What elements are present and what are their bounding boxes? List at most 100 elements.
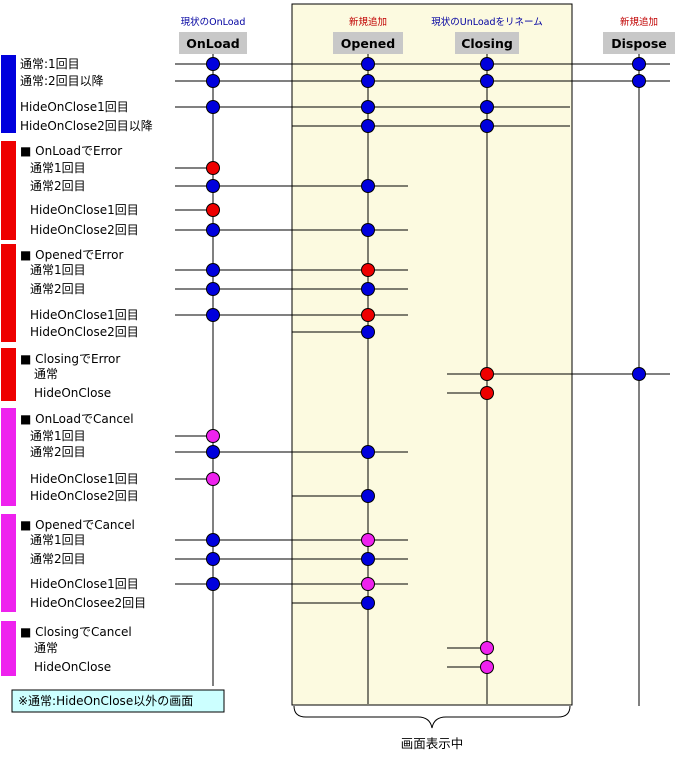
event-row: 通常2回目 [30, 282, 408, 296]
group-0-color-bar [1, 55, 16, 133]
group-5-color-bar [1, 514, 16, 612]
row-label: HideOnClose2回目 [30, 223, 139, 237]
opened-event-dot [361, 263, 375, 277]
group-1-header: ■ OnLoadでError [20, 144, 122, 158]
opened-event-dot [361, 57, 375, 71]
row-label: HideOnClosee2回目 [30, 596, 146, 610]
group-2-header: ■ OpenedでError [20, 248, 124, 262]
onload-column-note: 現状のOnLoad [181, 16, 246, 28]
event-row: HideOnClose1回目 [20, 100, 570, 114]
event-row: 通常2回目 [30, 179, 408, 193]
row-label: 通常:1回目 [20, 57, 80, 71]
row-label: 通常 [34, 367, 58, 381]
onload-event-dot [206, 308, 220, 322]
closing-event-dot [480, 367, 494, 381]
dispose-event-dot [632, 367, 646, 381]
closing-event-dot [480, 57, 494, 71]
opened-event-dot [361, 282, 375, 296]
group-6-header: ■ ClosingでCancel [20, 625, 132, 639]
row-label: 通常1回目 [30, 161, 86, 175]
onload-event-dot [206, 445, 220, 459]
group-3-color-bar [1, 348, 16, 401]
onload-event-dot [206, 57, 220, 71]
closing-event-dot [480, 660, 494, 674]
opened-header-box [333, 32, 403, 54]
legend-box [11, 689, 225, 713]
group-6-color-bar [1, 621, 16, 676]
event-row: 通常2回目 [30, 445, 408, 459]
onload-event-dot [206, 203, 220, 217]
onload-event-dot [206, 282, 220, 296]
opened-event-dot [361, 223, 375, 237]
event-row: 通常:1回目 [20, 57, 670, 71]
closing-column-note: 現状のUnLoadをリネーム [431, 16, 542, 28]
opened-event-dot [361, 596, 375, 610]
onload-event-dot [206, 429, 220, 443]
event-row: 通常:2回目以降 [20, 74, 670, 88]
onload-event-dot [206, 472, 220, 486]
onload-event-dot [206, 552, 220, 566]
closing-header-box [455, 32, 519, 54]
event-row: HideOnClosee2回目 [30, 596, 375, 610]
closing-event-dot [480, 641, 494, 655]
event-row: 通常1回目 [30, 263, 408, 277]
event-row: HideOnClose2回目 [30, 325, 375, 339]
screen-display-label: 画面表示中 [401, 736, 464, 751]
event-row: 通常1回目 [30, 429, 220, 443]
group-4-color-bar [1, 408, 16, 506]
row-label: 通常 [34, 641, 58, 655]
opened-column-note: 新規追加 [349, 16, 387, 28]
dispose-header-label: Dispose [611, 36, 667, 51]
onload-event-dot [206, 577, 220, 591]
row-label: 通常1回目 [30, 429, 86, 443]
group-1-color-bar [1, 141, 16, 240]
opened-event-dot [361, 577, 375, 591]
row-label: 通常2回目 [30, 445, 86, 459]
event-row: HideOnClose1回目 [30, 203, 220, 217]
onload-event-dot [206, 100, 220, 114]
group-2-color-bar [1, 244, 16, 342]
event-row: HideOnClose2回目 [30, 489, 375, 503]
closing-event-dot [480, 386, 494, 400]
event-row: HideOnClose1回目 [30, 577, 408, 591]
row-label: HideOnClose [34, 660, 111, 674]
event-row: HideOnClose1回目 [30, 308, 408, 322]
event-row: HideOnClose2回目以降 [20, 119, 570, 133]
dispose-event-dot [632, 74, 646, 88]
group-5-header: ■ OpenedでCancel [20, 518, 135, 532]
row-label: HideOnClose2回目以降 [20, 119, 153, 133]
onload-event-dot [206, 263, 220, 277]
row-label: HideOnClose [34, 386, 111, 400]
screen-display-brace [293, 705, 571, 729]
row-label: 通常1回目 [30, 533, 86, 547]
onload-header-label: OnLoad [186, 36, 239, 51]
onload-event-dot [206, 179, 220, 193]
onload-header-box [179, 32, 247, 54]
opened-event-dot [361, 533, 375, 547]
dispose-event-dot [632, 57, 646, 71]
row-label: 通常2回目 [30, 282, 86, 296]
event-row: 通常1回目 [30, 161, 220, 175]
group-3-header: ■ ClosingでError [20, 352, 120, 366]
closing-event-dot [480, 74, 494, 88]
event-row: 通常 [34, 641, 494, 655]
row-label: 通常:2回目以降 [20, 74, 104, 88]
onload-event-dot [206, 533, 220, 547]
row-label: HideOnClose2回目 [30, 325, 139, 339]
row-label: HideOnClose1回目 [30, 577, 139, 591]
onload-event-dot [206, 223, 220, 237]
row-label: HideOnClose1回目 [30, 308, 139, 322]
event-row: 通常2回目 [30, 552, 408, 566]
opened-event-dot [361, 74, 375, 88]
opened-event-dot [361, 179, 375, 193]
row-label: HideOnClose1回目 [30, 472, 139, 486]
opened-header-label: Opened [341, 36, 395, 51]
dispose-column-note: 新規追加 [620, 16, 658, 28]
event-row: HideOnClose [34, 386, 494, 400]
event-row: 通常 [34, 367, 670, 381]
closing-header-label: Closing [461, 36, 513, 51]
onload-event-dot [206, 161, 220, 175]
opened-event-dot [361, 552, 375, 566]
legend-text: ※通常:HideOnClose以外の画面 [18, 694, 193, 708]
